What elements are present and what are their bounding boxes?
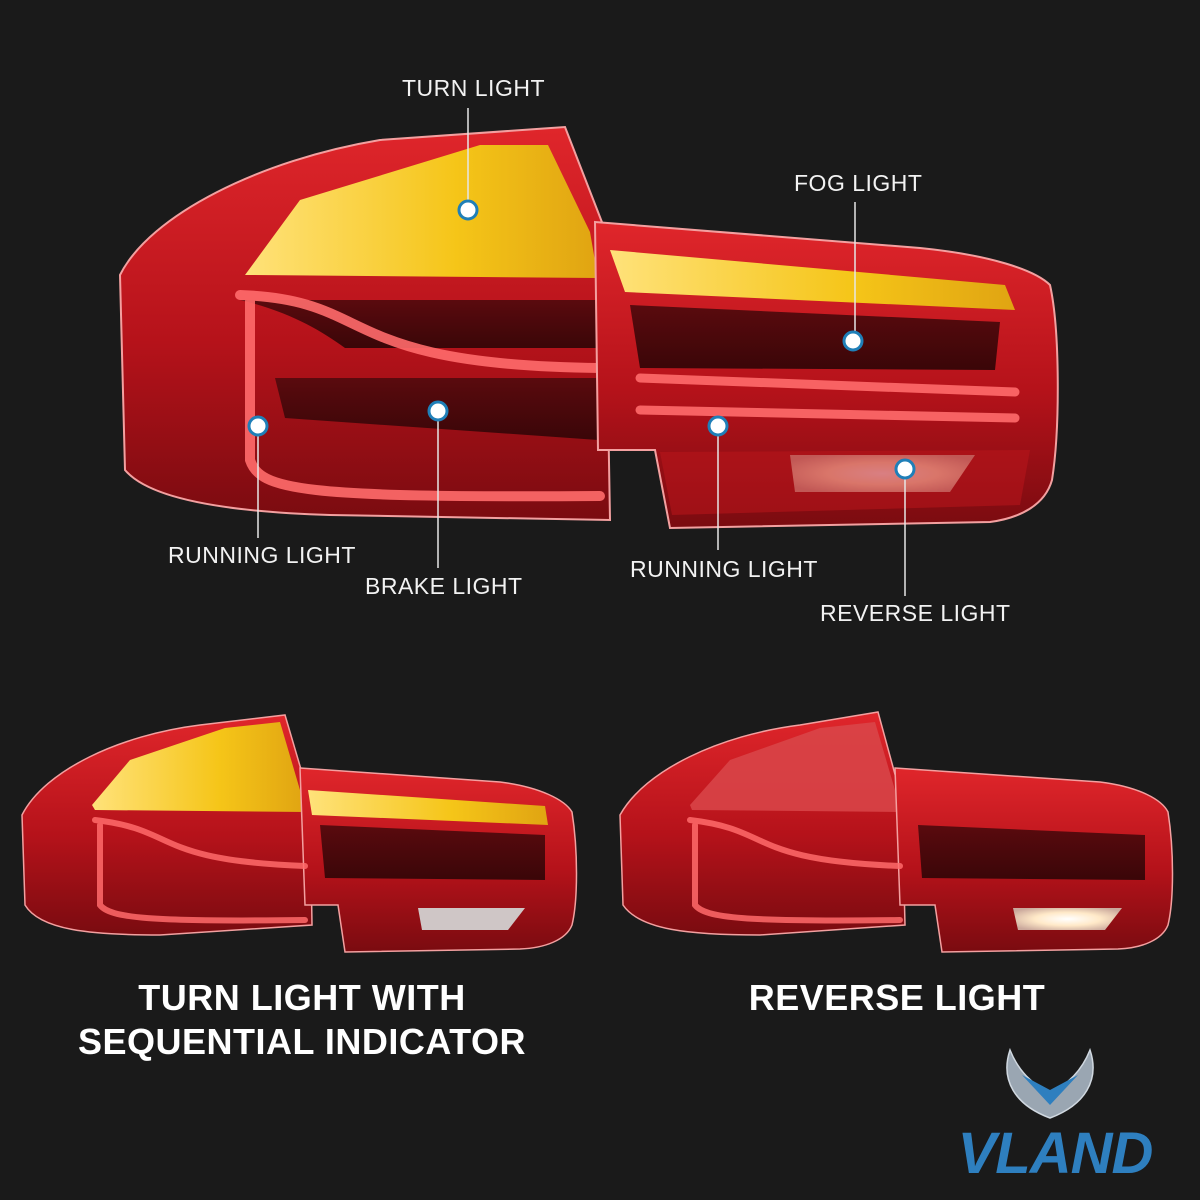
caption-turn-sequential: TURN LIGHT WITH SEQUENTIAL INDICATOR	[40, 976, 564, 1064]
brand-wordmark: VLAND	[957, 1121, 1154, 1186]
running-light-bar-right	[635, 373, 1020, 423]
reverse-lens-off	[418, 908, 525, 930]
turn-light-strip-small	[308, 790, 548, 825]
marker-turn-light	[457, 199, 479, 221]
turn-lens-off-small	[690, 722, 900, 812]
bottom-right-taillight-assembly	[619, 711, 1174, 953]
marker-reverse-light	[894, 458, 916, 480]
caption-reverse-light: REVERSE LIGHT	[748, 977, 1046, 1018]
dark-lens-small	[320, 825, 545, 880]
reverse-lens-on	[1013, 908, 1122, 930]
running-bar-small	[92, 817, 308, 924]
callout-running-light-left: RUNNING LIGHT	[168, 542, 356, 568]
callout-running-light-right: RUNNING LIGHT	[630, 556, 818, 582]
callout-brake-light: BRAKE LIGHT	[365, 573, 523, 599]
lower-trim	[660, 450, 1030, 515]
callout-fog-light: FOG LIGHT	[794, 170, 923, 196]
top-taillight-assembly	[118, 125, 1059, 530]
caption-turn-line1: TURN LIGHT WITH	[138, 977, 466, 1018]
callout-markers	[247, 199, 916, 480]
callout-reverse-light: REVERSE LIGHT	[820, 600, 1011, 626]
callout-turn-light: TURN LIGHT	[402, 75, 545, 101]
running-light-bar-left	[235, 290, 605, 502]
bottom-left-taillight-assembly	[21, 714, 578, 953]
caption-turn-line2: SEQUENTIAL INDICATOR	[77, 1021, 527, 1062]
fog-light-amber-strip	[610, 250, 1015, 310]
marker-fog-light	[842, 330, 864, 352]
dark-lens-small-2	[918, 825, 1145, 880]
fog-light-lens	[630, 305, 1000, 370]
vland-emblem-icon	[1006, 1047, 1094, 1119]
marker-running-light-right	[707, 415, 729, 437]
marker-running-light-left	[247, 415, 269, 437]
turn-light-lens-small	[92, 722, 305, 812]
callout-leader-lines	[257, 108, 906, 596]
turn-light-lens	[245, 145, 598, 278]
marker-brake-light	[427, 400, 449, 422]
running-bar-small-2	[687, 817, 903, 924]
